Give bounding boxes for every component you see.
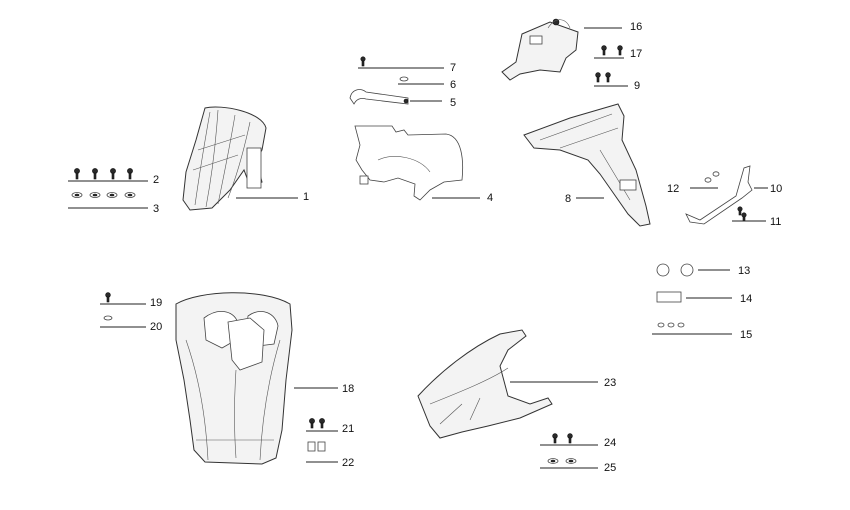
part-inner-panel [354, 125, 463, 201]
part-small-nut [399, 76, 409, 82]
part-small-screw [360, 56, 366, 67]
part-screws-24 [552, 433, 573, 444]
part-reflector-pair [656, 263, 694, 277]
callout-15: 15 [740, 329, 752, 341]
part-rear-fender-bracket [523, 103, 651, 227]
callout-5: 5 [450, 97, 456, 109]
callout-16: 16 [630, 21, 642, 33]
part-under-cover [417, 329, 553, 439]
callout-22: 22 [342, 457, 354, 469]
part-screws-row [74, 168, 133, 180]
part-plate-label [656, 291, 682, 303]
callout-11: 11 [770, 216, 781, 228]
callout-14: 14 [740, 293, 752, 305]
part-clips-22 [307, 441, 326, 452]
part-front-fender [182, 106, 267, 211]
callout-3: 3 [153, 203, 159, 215]
callout-25: 25 [604, 462, 616, 474]
part-washers-row [71, 192, 136, 198]
callout-2: 2 [153, 174, 159, 186]
part-washers-25 [547, 458, 577, 464]
part-screw-19 [105, 292, 111, 303]
callout-12: 12 [667, 183, 679, 195]
part-clip-20 [103, 315, 113, 321]
part-side-bracket [685, 165, 753, 225]
part-front-cover [175, 292, 293, 465]
callout-1: 1 [303, 191, 309, 203]
part-screws-pair-top [601, 45, 623, 56]
callout-9: 9 [634, 80, 640, 92]
part-top-plate [501, 18, 579, 81]
part-screws-21 [309, 418, 325, 429]
callout-20: 20 [150, 321, 162, 333]
callout-8: 8 [565, 193, 571, 205]
callout-18: 18 [342, 383, 354, 395]
part-bracket-screws [737, 206, 747, 222]
callout-6: 6 [450, 79, 456, 91]
part-bracket-rod [349, 89, 409, 105]
callout-17: 17 [630, 48, 642, 60]
callout-21: 21 [342, 423, 354, 435]
callout-13: 13 [738, 265, 750, 277]
part-clips-row [657, 322, 685, 328]
callout-19: 19 [150, 297, 162, 309]
part-bracket-nuts [704, 171, 720, 183]
part-screws-pair-rear [595, 72, 611, 83]
callout-24: 24 [604, 437, 616, 449]
callout-10: 10 [770, 183, 782, 195]
callout-7: 7 [450, 62, 456, 74]
callout-4: 4 [487, 192, 493, 204]
callout-23: 23 [604, 377, 616, 389]
